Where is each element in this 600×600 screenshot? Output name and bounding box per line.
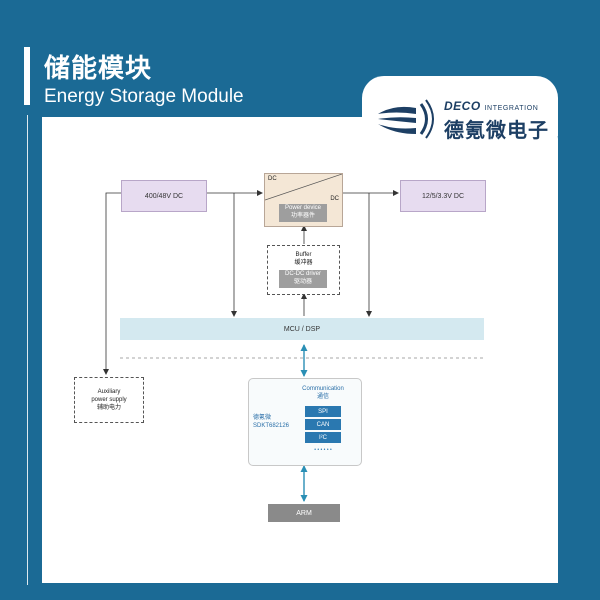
converter-dc-in-label: DC [268, 176, 277, 182]
protocol-more-dots: • • • • • • [314, 447, 332, 453]
buffer-box: Buffer 缓冲器 DC-DC driver 驱动器 [267, 245, 340, 295]
page-title-en: Energy Storage Module [44, 86, 244, 107]
company-logo: DECO INTEGRATION 德氪微电子 [376, 94, 556, 146]
arm-box: ARM [268, 504, 340, 522]
communication-block: Communication 通信 德氪微 SDKT682126 SPI CAN … [248, 378, 362, 466]
input-dc-box: 400/48V DC [121, 180, 207, 212]
converter-diagonal [265, 174, 342, 201]
power-device-box: Power device 功率器件 [279, 204, 327, 222]
mcu-dsp-bar: MCU / DSP [120, 318, 484, 340]
dc-dc-driver-box: DC-DC driver 驱动器 [279, 270, 327, 288]
dc-dc-converter: DC DC Power device 功率器件 [264, 173, 343, 227]
title-accent-bar [24, 47, 30, 105]
buffer-label: Buffer 缓冲器 [294, 252, 313, 266]
aux-power-box: Auxiliary power supply 辅助电力 [74, 377, 144, 423]
side-accent-line [27, 115, 28, 585]
output-dc-box: 12/5/3.3V DC [400, 180, 486, 212]
logo-wordmark-cn: 德氪微电子 [444, 120, 549, 142]
page-title-cn: 储能模块 [44, 53, 153, 83]
protocol-can: CAN [305, 419, 341, 430]
logo-wordmark-en: DECO INTEGRATION [444, 99, 539, 113]
converter-dc-out-label: DC [330, 196, 339, 202]
comm-title: Communication 通信 [302, 386, 344, 400]
protocol-i2c: I²C [305, 432, 341, 443]
protocol-spi: SPI [305, 406, 341, 417]
deco-logo-icon [378, 99, 434, 139]
comm-chip-label: 德氪微 SDKT682126 [253, 415, 290, 429]
